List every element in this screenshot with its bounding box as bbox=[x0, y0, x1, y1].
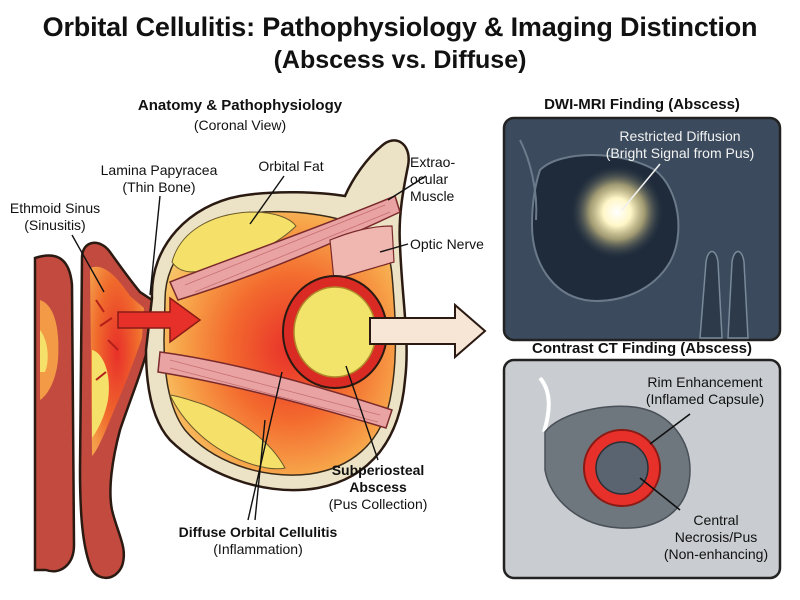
label-optic-nerve: Optic Nerve bbox=[410, 236, 484, 252]
ct-central-necrosis-label: Central Necrosis/Pus (Non-enhancing) bbox=[663, 512, 769, 562]
nasal-cavity-outline bbox=[33, 254, 76, 573]
imaging-arrow bbox=[369, 302, 487, 360]
ct-panel bbox=[502, 358, 782, 580]
ct-central-necrosis bbox=[595, 441, 649, 495]
ct-rim-enhancement-label: Rim Enhancement (Inflamed Capsule) bbox=[645, 374, 765, 407]
page-title: Orbital Cellulitis: Pathophysiology & Im… bbox=[42, 12, 758, 42]
ct-heading: Contrast CT Finding (Abscess) bbox=[531, 340, 752, 357]
label-lamina-papyracea: Lamina Papyracea (Thin Bone) bbox=[100, 162, 218, 195]
infection-spread-arrow bbox=[117, 296, 202, 344]
anatomy-heading: Anatomy & Pathophysiology bbox=[137, 97, 343, 114]
subperiosteal-abscess bbox=[282, 275, 388, 389]
label-orbital-fat: Orbital Fat bbox=[258, 158, 324, 174]
label-extraocular-muscle: Extrao- ocular Muscle bbox=[410, 154, 456, 204]
mri-bright-signal bbox=[571, 166, 663, 258]
ethmoid-sinus bbox=[78, 241, 154, 579]
mri-heading: DWI-MRI Finding (Abscess) bbox=[544, 96, 740, 113]
label-subperiosteal-abscess: Subperiosteal Abscess (Pus Collection) bbox=[328, 462, 428, 512]
label-ethmoid-sinus: Ethmoid Sinus (Sinusitis) bbox=[9, 200, 101, 233]
mri-restricted-diffusion-label: Restricted Diffusion (Bright Signal from… bbox=[605, 128, 755, 161]
anatomy-view: (Coronal View) bbox=[193, 117, 287, 133]
mri-panel bbox=[502, 116, 782, 342]
page-subtitle: (Abscess vs. Diffuse) bbox=[273, 46, 527, 74]
anatomy-leader-lines bbox=[71, 175, 427, 521]
label-diffuse-cellulitis: Diffuse Orbital Cellulitis (Inflammation… bbox=[178, 524, 338, 557]
